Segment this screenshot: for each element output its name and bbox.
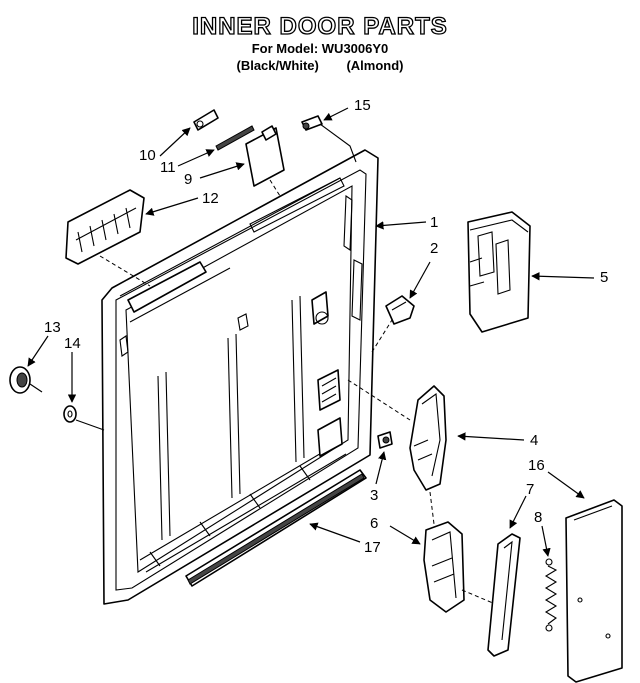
callout-10: 10 xyxy=(139,147,156,164)
callout-16: 16 xyxy=(528,457,545,474)
part-13-knob xyxy=(9,366,43,394)
callout-labels: 10 11 9 12 15 1 2 5 4 3 6 17 16 7 8 13 1… xyxy=(44,97,608,556)
leader-lines xyxy=(27,107,595,557)
callout-1: 1 xyxy=(430,214,438,231)
model-subtitle: For Model: WU3006Y0 xyxy=(251,41,389,56)
part-11-pin xyxy=(215,125,255,151)
callout-17: 17 xyxy=(364,539,381,556)
title-block: INNER DOOR PARTS For Model: WU3006Y0 (Bl… xyxy=(0,13,640,74)
color-variants: (Black/White) (Almond) xyxy=(0,57,640,74)
part-9-cover xyxy=(245,125,285,197)
callout-9: 9 xyxy=(184,171,192,188)
callout-11: 11 xyxy=(160,159,176,176)
part-6-lower-latch xyxy=(423,521,501,613)
callout-12: 12 xyxy=(202,190,219,207)
part-10-screw xyxy=(193,109,219,131)
callout-15: 15 xyxy=(354,97,371,114)
callout-14: 14 xyxy=(64,335,81,352)
callout-13: 13 xyxy=(44,319,61,336)
part-14-washer xyxy=(63,405,105,431)
part-5-housing xyxy=(467,211,531,333)
callout-3: 3 xyxy=(370,487,378,504)
part-3-knob xyxy=(377,431,393,449)
page-title: INNER DOOR PARTS xyxy=(192,13,448,40)
inner-door-panel xyxy=(101,149,379,605)
part-16-side-panel xyxy=(565,499,623,683)
part-4-latch xyxy=(347,379,447,525)
part-2-clip xyxy=(371,295,415,353)
callout-7: 7 xyxy=(526,481,534,498)
variant-black-white: (Black/White) xyxy=(236,58,319,73)
callout-2: 2 xyxy=(430,240,438,257)
part-15-screw xyxy=(301,115,357,163)
part-12-handle-bracket xyxy=(65,189,151,287)
part-17-bottom-strip xyxy=(185,469,367,587)
callout-6: 6 xyxy=(370,515,378,532)
variant-almond: (Almond) xyxy=(346,58,404,73)
part-8-spring xyxy=(544,558,558,632)
callout-4: 4 xyxy=(530,432,538,449)
part-7-slide-bar xyxy=(487,533,521,657)
callout-5: 5 xyxy=(600,269,608,286)
callout-8: 8 xyxy=(534,509,542,526)
